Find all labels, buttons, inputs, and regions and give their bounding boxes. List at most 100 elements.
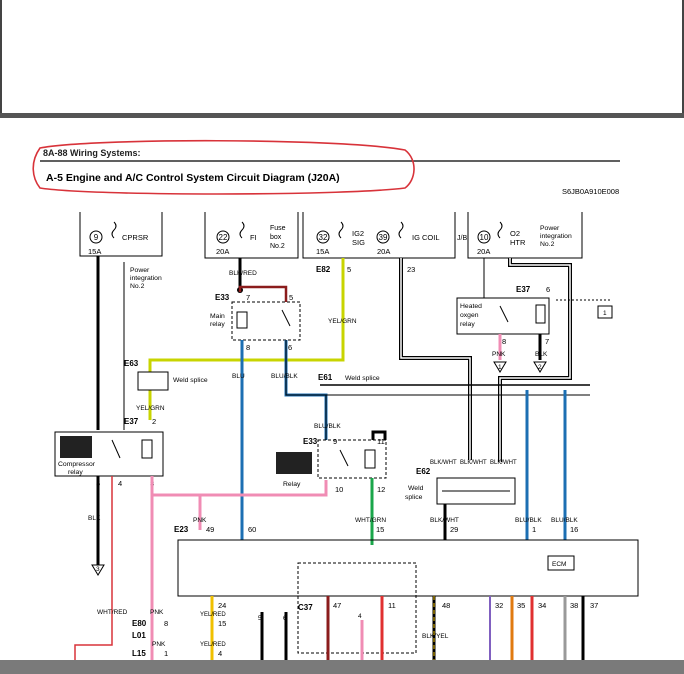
wire-pi-right bbox=[498, 258, 572, 462]
wire-label-blu-blk-3: BLU/BLK bbox=[515, 517, 542, 524]
wire-label-yel-grn: YEL/GRN bbox=[328, 318, 357, 325]
arrow-4-label: 4 bbox=[358, 613, 362, 620]
arrow-1 bbox=[493, 361, 507, 373]
e61-connector: E61 bbox=[318, 373, 333, 382]
fuse-10-amp: 20A bbox=[477, 247, 490, 256]
fuse-10-name-1: O2 bbox=[510, 229, 520, 238]
compressor-relay-icon bbox=[60, 436, 92, 458]
fuse-22-number: 22 bbox=[219, 233, 228, 242]
relay-switch bbox=[339, 449, 349, 467]
wire-label-wht-grn: WHT/GRN bbox=[355, 517, 386, 524]
fuse-32-name-2: SIG bbox=[352, 238, 365, 247]
fuse-10: 10 20A O2 HTR Power integration No.2 bbox=[477, 221, 572, 256]
fuse-10-number: 10 bbox=[480, 233, 489, 242]
pin-49: 49 bbox=[206, 525, 214, 534]
ground-arrow-3 bbox=[91, 564, 105, 576]
pi-right-3: No.2 bbox=[540, 241, 555, 248]
pin-5-b: 5 bbox=[289, 293, 293, 302]
wire-label-blk-2: BLK bbox=[535, 351, 548, 358]
wire-wht-red bbox=[74, 476, 113, 660]
wire-label-blk-wht-4: BLK/WHT bbox=[430, 517, 459, 524]
main-relay-label-2: relay bbox=[210, 321, 225, 328]
red-annotation-ellipse bbox=[32, 139, 415, 195]
pin-7: 7 bbox=[246, 293, 250, 302]
section-heading: 8A-88 Wiring Systems: bbox=[43, 148, 140, 158]
l15-connector: L15 bbox=[132, 649, 146, 658]
pin-6-b: 6 bbox=[546, 285, 550, 294]
wire-label-blu-blk-2: BLU/BLK bbox=[314, 423, 341, 430]
compressor-relay-label-2: relay bbox=[68, 469, 83, 476]
fuse-9-amp: 15A bbox=[88, 247, 101, 256]
fuse-22-name: FI bbox=[250, 233, 257, 242]
fuse-32-name-1: IG2 bbox=[352, 229, 364, 238]
e62-connector: E62 bbox=[416, 467, 431, 476]
pin-48: 48 bbox=[442, 601, 450, 610]
pin-60: 60 bbox=[248, 525, 256, 534]
pin-29: 29 bbox=[450, 525, 458, 534]
wire-label-blk-wht-1: BLK/WHT bbox=[430, 460, 457, 466]
pi-left-3: No.2 bbox=[130, 283, 145, 290]
compressor-coil bbox=[141, 439, 153, 459]
arrow-6-label: 6 bbox=[283, 615, 287, 622]
fusebox-label-1: Fuse bbox=[270, 225, 286, 232]
e37-connector-left: E37 bbox=[124, 417, 139, 426]
pin-10: 10 bbox=[335, 485, 343, 494]
relay-label: Relay bbox=[283, 481, 301, 488]
pi-left-1: Power bbox=[130, 267, 150, 274]
pin-32: 32 bbox=[495, 601, 503, 610]
connector-box-1 bbox=[597, 305, 613, 319]
weld-splice-box bbox=[137, 371, 169, 391]
fuse-box-o2 bbox=[467, 212, 583, 259]
fuse-22-amp: 20A bbox=[216, 247, 229, 256]
e37-connector-right: E37 bbox=[516, 285, 531, 294]
window-separator bbox=[0, 113, 684, 118]
fuse-box-cprsr bbox=[79, 212, 163, 257]
wire-label-blk-wht-2: BLK/WHT bbox=[460, 460, 487, 466]
fuse-39-amp: 20A bbox=[377, 247, 390, 256]
pin-6: 6 bbox=[288, 343, 292, 352]
heated-relay-switch bbox=[499, 305, 509, 323]
wire-label-blu: BLU bbox=[232, 373, 245, 380]
ecm-label: ECM bbox=[552, 561, 566, 568]
jb-label: J/B bbox=[457, 235, 467, 242]
e62-label-2: splice bbox=[405, 494, 423, 501]
fuse-10-name-2: HTR bbox=[510, 238, 526, 247]
e82-connector: E82 bbox=[316, 265, 331, 274]
heated-relay-label-3: relay bbox=[460, 321, 475, 328]
e33-connector: E33 bbox=[215, 293, 230, 302]
pin-5: 5 bbox=[347, 265, 351, 274]
ecm-box bbox=[177, 539, 639, 597]
e62-label-1: Weld bbox=[408, 485, 424, 492]
compressor-relay-label-1: Compressor bbox=[58, 461, 96, 468]
pin-1-b: 1 bbox=[164, 649, 168, 658]
pin-47: 47 bbox=[333, 601, 341, 610]
pin-38: 38 bbox=[570, 601, 578, 610]
fuse-9-name: CPRSR bbox=[122, 233, 149, 242]
heated-relay-label-1: Heated bbox=[460, 303, 482, 310]
arrow-2 bbox=[533, 361, 547, 373]
fuse-32-amp: 15A bbox=[316, 247, 329, 256]
main-relay-label-1: Main bbox=[210, 313, 225, 320]
fuse-9: 9 15A CPRSR bbox=[88, 221, 149, 256]
page-title: A-5 Engine and A/C Control System Circui… bbox=[46, 172, 340, 184]
heated-oxygen-relay bbox=[456, 297, 550, 335]
compressor-switch bbox=[111, 439, 121, 459]
wiring-diagram: 8A-88 Wiring Systems: A-5 Engine and A/C… bbox=[32, 139, 639, 660]
pin-23: 23 bbox=[407, 265, 415, 274]
wire-label-pnk-4: PNK bbox=[152, 641, 166, 648]
wire-label-blk-red: BLK/RED bbox=[229, 270, 257, 277]
fusebox-label-3: No.2 bbox=[270, 243, 285, 250]
connector-box-1-label: 1 bbox=[603, 310, 607, 317]
wire-dark-red bbox=[238, 285, 288, 304]
wire-label-pnk-2: PNK bbox=[150, 609, 164, 616]
pin-2: 2 bbox=[152, 417, 156, 426]
wire-label-blu-blk: BLU/BLK bbox=[271, 373, 298, 380]
c37-connector: C37 bbox=[298, 603, 313, 612]
fuse-9-number: 9 bbox=[94, 233, 99, 242]
ground-arrow-3-num: 3 bbox=[96, 566, 100, 573]
arrow-1-label: 1 bbox=[498, 364, 502, 371]
pin-15: 15 bbox=[376, 525, 384, 534]
relay-e33 bbox=[317, 439, 387, 479]
wire-ig-coil-inner bbox=[400, 258, 471, 460]
wire-blu-blk-inner bbox=[285, 340, 327, 440]
